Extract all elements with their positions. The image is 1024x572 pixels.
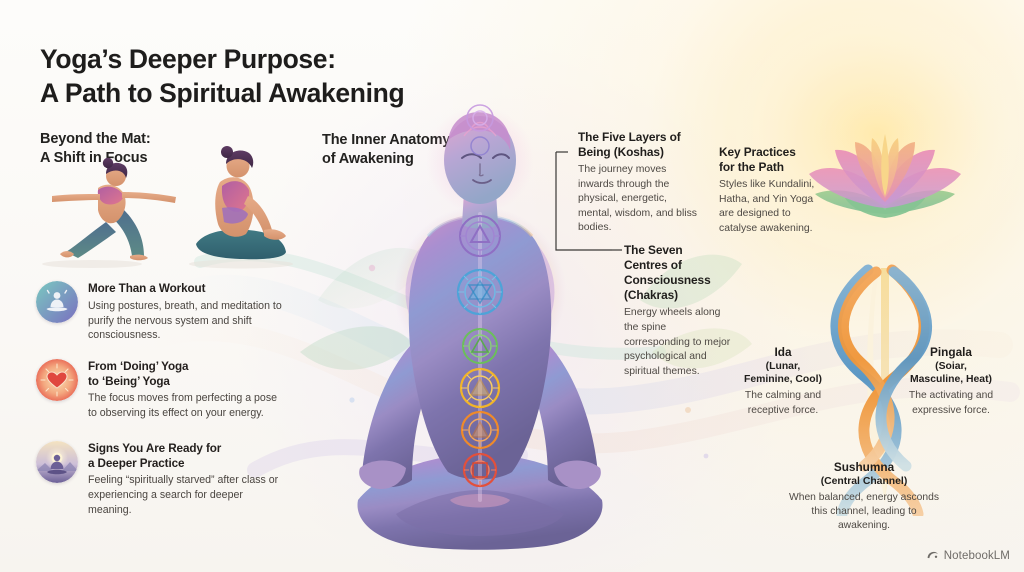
nadi-subtitle-line1: (Lunar,: [765, 360, 801, 372]
nadi-description: The calming and receptive force.: [744, 390, 822, 416]
feature-body: From ‘Doing’ Yoga to ‘Being’ Yoga The fo…: [88, 359, 284, 421]
callout-title-line2: Centres of: [624, 258, 682, 273]
section-heading-inner-anatomy: The Inner Anatomy of Awakening: [322, 131, 512, 169]
callout-title-line1: The Seven: [624, 243, 683, 257]
label-sushumna: Sushumna (Central Channel) When balanced…: [789, 460, 939, 534]
feature-description: Using postures, breath, and meditation t…: [88, 299, 282, 342]
callout-title: Key Practices for the Path: [719, 145, 831, 175]
section-heading-beyond-line1: Beyond the Mat:: [40, 131, 151, 148]
notebooklm-logo-icon: [927, 551, 938, 559]
feature-title: From ‘Doing’ Yoga to ‘Being’ Yoga: [88, 360, 284, 389]
nadi-subtitle-line1: (Soiar,: [935, 360, 967, 372]
feature-description: The focus moves from perfecting a pose t…: [88, 392, 278, 420]
chakra-vishuddha-throat: [459, 215, 501, 257]
callout-title-line2: Being (Koshas): [578, 145, 664, 160]
feature-title-line1: Signs You Are Ready for: [88, 442, 222, 455]
section-heading-anatomy-line1: The Inner Anatomy: [322, 132, 451, 149]
feature-title-line2: a Deeper Practice: [88, 456, 185, 470]
nadi-name: Ida: [774, 345, 792, 359]
nadi-name: Sushumna: [833, 460, 895, 474]
watermark-label: NotebookLM: [943, 549, 1010, 562]
chakra-manipura-navel: [462, 328, 498, 364]
meditating-figure-icon: [36, 281, 78, 323]
callout-key-practices: Key Practices for the Path Styles like K…: [719, 145, 831, 236]
callout-title: The Seven Centres of Consciousness (Chak…: [624, 243, 732, 303]
callout-title-line3: Consciousness: [624, 273, 711, 288]
nadi-subtitle: (Lunar, Feminine, Cool): [737, 360, 829, 387]
feature-title: More Than a Workout: [88, 282, 206, 295]
label-ida: Ida (Lunar, Feminine, Cool) The calming …: [737, 345, 829, 418]
seated-meditation-figure: [189, 146, 293, 269]
callout-description: Styles like Kundalini, Hatha, and Yin Yo…: [719, 179, 815, 234]
chakra-muladhara-root: [460, 410, 500, 450]
nadi-subtitle: (Central Channel): [820, 475, 908, 487]
page-title-line1: Yoga’s Deeper Purpose:: [40, 43, 336, 74]
sunrise-meditation-icon: [36, 441, 78, 483]
chakra-base-root: [462, 452, 498, 488]
warrior-pose-figure: [42, 157, 176, 268]
chakra-svadhisthana-sacral: [459, 367, 501, 409]
notebooklm-watermark: NotebookLM: [926, 549, 1010, 562]
callout-seven-chakras: The Seven Centres of Consciousness (Chak…: [624, 243, 732, 379]
callout-title-line4: (Chakras): [624, 288, 678, 303]
feature-more-than-a-workout: More Than a Workout Using postures, brea…: [36, 281, 284, 343]
callout-title: The Five Layers of Being (Koshas): [578, 130, 700, 160]
feature-doing-to-being-yoga: From ‘Doing’ Yoga to ‘Being’ Yoga The fo…: [36, 359, 284, 421]
feature-description: Feeling “spiritually starved” after clas…: [88, 474, 279, 517]
callout-title-line2: for the Path: [719, 160, 784, 175]
lotus-and-nadi-channels-figure: [809, 134, 961, 516]
nadi-description: When balanced, energy asconds this chann…: [789, 492, 939, 532]
page-title: Yoga’s Deeper Purpose: A Path to Spiritu…: [40, 42, 560, 111]
chakra-ajna-third-eye: [470, 136, 490, 156]
feature-title: Signs You Are Ready for a Deeper Practic…: [88, 442, 284, 471]
nadi-subtitle-line2: Feminine, Cool): [744, 374, 822, 386]
section-heading-beyond-the-mat: Beyond the Mat: A Shift in Focus: [40, 130, 250, 168]
callout-title-line1: Key Practices: [719, 145, 796, 159]
section-heading-beyond-line2: A Shift in Focus: [40, 150, 148, 167]
seated-chakra-body-figure: [357, 104, 603, 550]
callout-description: The journey moves inwards through the ph…: [578, 164, 697, 234]
feature-signs-ready-deeper-practice: Signs You Are Ready for a Deeper Practic…: [36, 441, 284, 518]
feature-title-line1: From ‘Doing’ Yoga: [88, 360, 189, 373]
callout-title-line1: The Five Layers of: [578, 130, 681, 144]
yoga-pose-illustrations: [42, 146, 293, 269]
nadi-name: Pingala: [930, 345, 972, 359]
feature-body: More Than a Workout Using postures, brea…: [88, 281, 284, 343]
feature-title-line2: to ‘Being’ Yoga: [88, 374, 170, 388]
section-heading-anatomy-line2: of Awakening: [322, 151, 414, 168]
nadi-subtitle-line2: Masculine, Heat): [910, 374, 992, 386]
label-pingala: Pingala (Soiar, Masculine, Heat) The act…: [898, 345, 1004, 418]
lotus-flower: [809, 134, 961, 218]
nadi-subtitle: (Soiar, Masculine, Heat): [898, 360, 1004, 387]
chakra-anahata-heart: [456, 268, 504, 316]
chakra-sahasrara-crown: [466, 104, 494, 132]
radiant-heart-icon: [36, 359, 78, 401]
callout-description: Energy wheels along the spine correspond…: [624, 307, 731, 377]
feature-body: Signs You Are Ready for a Deeper Practic…: [88, 441, 284, 518]
nadi-description: The activating and expressive force.: [908, 390, 994, 416]
callout-five-koshas: The Five Layers of Being (Koshas) The jo…: [578, 130, 700, 236]
page-title-line2: A Path to Spiritual Awakening: [40, 78, 405, 109]
